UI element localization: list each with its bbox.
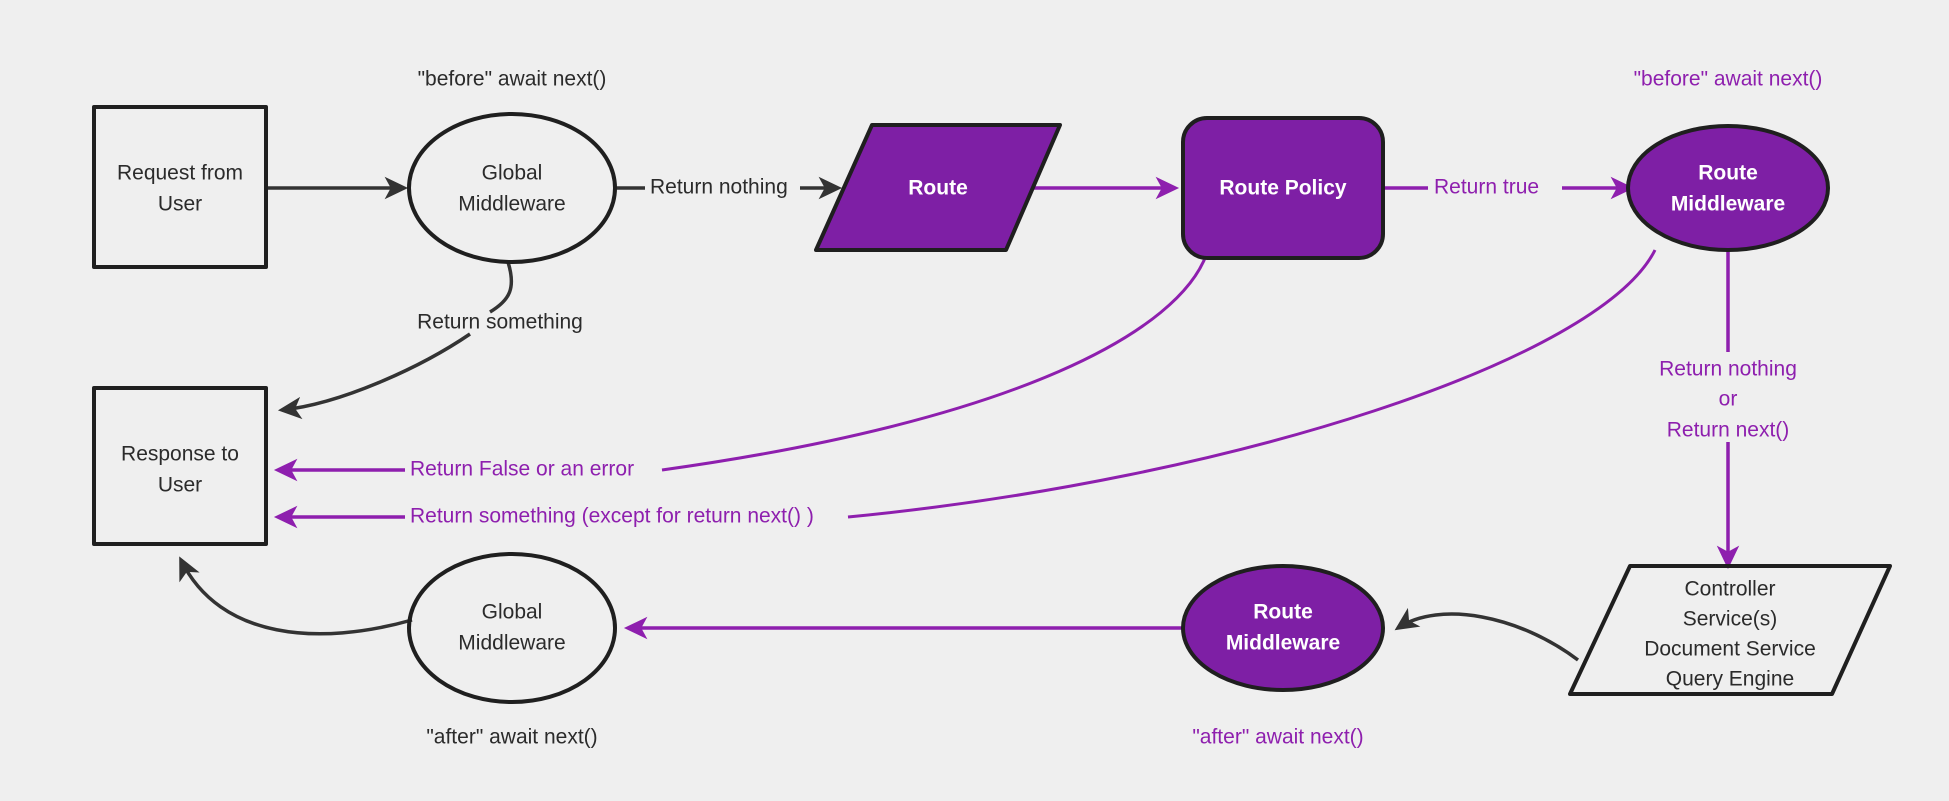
node-global-middleware-top[interactable]: Global Middleware <box>407 112 617 264</box>
node-route-policy[interactable]: Route Policy <box>1181 116 1385 260</box>
node-route-middleware-top-line2: Middleware <box>1671 193 1785 216</box>
annotation-before-await-next-route: "before" await next() <box>1634 68 1823 91</box>
edge-label-return-something: Return something <box>417 311 583 334</box>
node-response-to-user[interactable]: Response to User <box>92 386 268 546</box>
node-route-middleware-top-line1: Route <box>1698 162 1758 185</box>
edge-label-return-false-or-error: Return False or an error <box>410 458 634 481</box>
annotation-before-await-next-global: "before" await next() <box>418 68 607 91</box>
node-controller-services[interactable]: Controller Service(s) Document Service Q… <box>1568 564 1892 696</box>
node-response-line1: Response to <box>121 443 239 466</box>
node-route-middleware-bottom[interactable]: Route Middleware <box>1181 564 1385 692</box>
annotation-after-await-next-global: "after" await next() <box>426 726 597 749</box>
node-global-middleware-top-line1: Global <box>482 162 543 185</box>
node-route-middleware-bottom-line2: Middleware <box>1226 632 1340 655</box>
node-request-line1: Request from <box>117 162 243 185</box>
edge-controller-to-route-middleware-bottom <box>1394 607 1580 662</box>
node-global-middleware-bottom-line1: Global <box>482 601 543 624</box>
node-controller-line2: Service(s) <box>1683 608 1778 631</box>
node-response-line2: User <box>158 474 202 497</box>
node-route[interactable]: Route <box>814 123 1062 252</box>
edge-global-middleware-to-response <box>489 261 514 314</box>
node-route-middleware-top[interactable]: Route Middleware <box>1626 124 1830 252</box>
edge-label-return-nothing-or-next-line2: or <box>1719 388 1738 411</box>
edge-label-return-nothing: Return nothing <box>650 176 788 199</box>
annotation-after-await-next-route: "after" await next() <box>1192 726 1363 749</box>
node-request-from-user[interactable]: Request from User <box>92 105 268 269</box>
edge-label-return-nothing-or-next-line3: Return next() <box>1667 419 1790 442</box>
edge-global-middleware-bottom-to-response <box>179 556 413 636</box>
node-route-middleware-bottom-line1: Route <box>1253 601 1313 624</box>
node-global-middleware-top-line2: Middleware <box>458 193 565 216</box>
node-controller-line4: Query Engine <box>1666 668 1794 691</box>
edge-label-return-something-except-next: Return something (except for return next… <box>410 505 814 528</box>
node-controller-line1: Controller <box>1684 578 1775 601</box>
edge-return-something-to-response <box>277 332 471 420</box>
edge-label-return-true: Return true <box>1434 176 1539 199</box>
edge-route-policy-to-response-false <box>661 252 1209 472</box>
node-request-line2: User <box>158 193 202 216</box>
node-route-label: Route <box>908 177 968 200</box>
edge-route-middleware-to-response-something <box>847 249 1657 519</box>
node-route-policy-label: Route Policy <box>1219 177 1347 200</box>
node-global-middleware-bottom[interactable]: Global Middleware <box>407 552 617 704</box>
node-global-middleware-bottom-line2: Middleware <box>458 632 565 655</box>
node-controller-line3: Document Service <box>1644 638 1816 661</box>
edge-label-return-nothing-or-next-line1: Return nothing <box>1659 358 1797 381</box>
